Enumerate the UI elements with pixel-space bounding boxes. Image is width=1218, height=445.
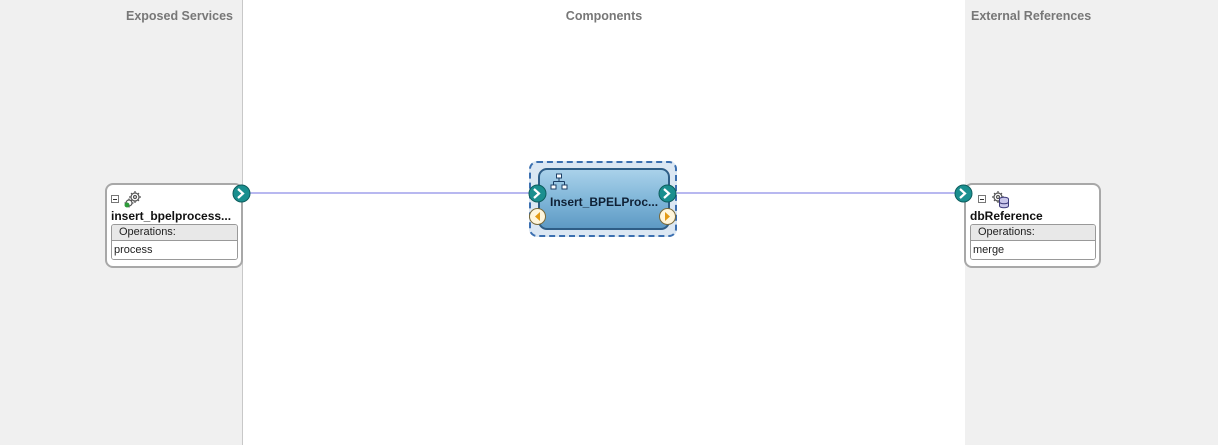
callback-out-icon[interactable] [658,207,677,226]
exposed-service-name[interactable]: insert_bpelprocess... [111,209,232,223]
external-references-title: External References [971,9,1092,23]
component-selection[interactable]: Insert_BPELProc... [529,161,677,237]
gear-cluster-icon [124,191,141,208]
collapse-icon[interactable] [111,195,119,203]
callback-in-icon[interactable] [528,207,547,226]
reference-port-icon[interactable] [954,184,973,203]
operations-panel: Operations: merge [970,224,1096,260]
component-name[interactable]: Insert_BPELProc... [550,195,659,209]
operations-panel: Operations: process [111,224,238,260]
component-input-port-icon[interactable] [528,184,547,203]
operations-header: Operations: [112,225,237,241]
exposed-service-box[interactable]: insert_bpelprocess... Operations: proces… [105,183,243,268]
exposed-services-title: Exposed Services [125,9,233,23]
service-port-icon[interactable] [232,184,251,203]
operations-header: Operations: [971,225,1095,241]
bpel-component[interactable]: Insert_BPELProc... [538,168,670,230]
operation-item[interactable]: process [112,241,237,259]
components-title: Components [565,9,643,23]
external-reference-box[interactable]: dbReference Operations: merge [964,183,1101,268]
bpel-process-icon [550,173,568,190]
db-adapter-icon [992,191,1009,209]
operation-item[interactable]: merge [971,241,1095,259]
component-output-port-icon[interactable] [658,184,677,203]
reference-name[interactable]: dbReference [970,209,1043,223]
collapse-icon[interactable] [978,195,986,203]
